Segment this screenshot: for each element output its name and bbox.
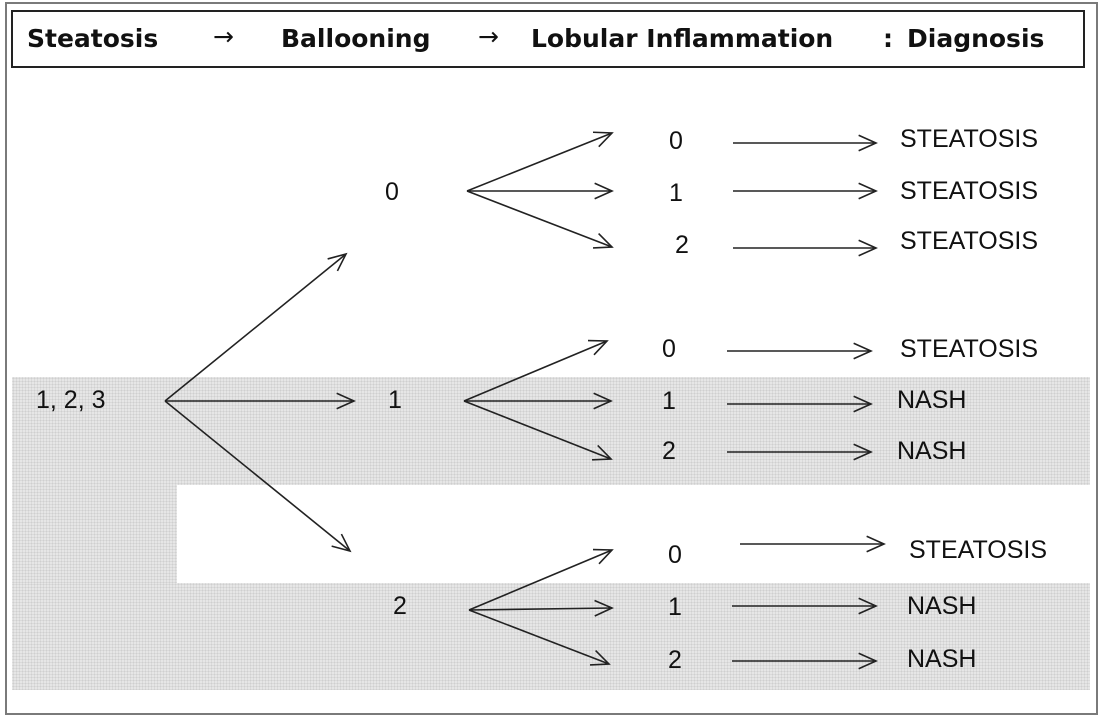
arrow-l-b1-2-to-dx — [727, 443, 873, 461]
arrow-b0-to-l0 — [466, 131, 614, 192]
arrow-b0-to-l1 — [467, 182, 614, 200]
lobular-node-b0-0: 0 — [669, 127, 683, 155]
diagram-frame — [5, 2, 1098, 715]
arrow-root-to-b1 — [165, 392, 356, 410]
lobular-node-b0-1: 1 — [669, 179, 683, 207]
arrow-l-b0-1-to-dx — [733, 182, 878, 200]
ballooning-node-2: 2 — [393, 592, 407, 620]
nash-region-ballooning-2 — [12, 583, 1090, 690]
header-colon: : — [883, 24, 893, 53]
lobular-node-b0-2: 2 — [675, 231, 689, 259]
lobular-node-b1-1: 1 — [662, 387, 676, 415]
diagnosis-b1-2: NASH — [897, 437, 967, 465]
arrow-b2-to-l2 — [468, 609, 611, 666]
nash-region-ballooning-1 — [12, 377, 1090, 485]
diagnosis-b1-0: STEATOSIS — [900, 335, 1039, 363]
lobular-node-b2-0: 0 — [668, 541, 682, 569]
steatosis-grade-label: 1, 2, 3 — [36, 386, 106, 414]
arrow-l-b0-0-to-dx — [733, 134, 878, 152]
arrow-l-b1-1-to-dx — [727, 395, 873, 413]
diagnosis-b1-1: NASH — [897, 386, 967, 414]
diagnosis-b0-2: STEATOSIS — [900, 227, 1039, 255]
diagnosis-b0-0: STEATOSIS — [900, 125, 1039, 153]
arrow-b1-to-l2 — [463, 400, 613, 461]
lobular-node-b2-1: 1 — [668, 593, 682, 621]
arrow-l-b1-0-to-dx — [727, 342, 873, 360]
header-ballooning: Ballooning — [281, 24, 431, 53]
diagnosis-b2-0: STEATOSIS — [909, 536, 1048, 564]
arrow-l-b2-0-to-dx — [740, 535, 886, 553]
ballooning-node-0: 0 — [385, 178, 399, 206]
nash-region-left-connector — [12, 485, 177, 583]
arrow-root-to-b0 — [164, 252, 348, 402]
arrow-root-to-b2 — [164, 400, 352, 553]
arrow-b2-to-l1 — [468, 599, 614, 617]
header-arrow-1: → — [213, 22, 234, 51]
header-lobular-inflammation: Lobular Inflammation — [531, 24, 834, 53]
diagnosis-b0-1: STEATOSIS — [900, 177, 1039, 205]
header-bar: Steatosis → Ballooning → Lobular Inflamm… — [11, 10, 1085, 68]
header-arrow-2: → — [478, 22, 499, 51]
arrow-b1-to-l0 — [463, 339, 609, 402]
arrow-l-b2-2-to-dx — [732, 652, 878, 670]
arrow-b2-to-l0 — [468, 548, 614, 611]
diagnosis-b2-1: NASH — [907, 592, 977, 620]
diagnosis-b2-2: NASH — [907, 645, 977, 673]
arrow-l-b0-2-to-dx — [733, 239, 878, 257]
arrow-b0-to-l2 — [466, 190, 614, 249]
arrow-b1-to-l1 — [464, 392, 613, 410]
lobular-node-b1-2: 2 — [662, 437, 676, 465]
header-diagnosis: Diagnosis — [907, 24, 1045, 53]
arrow-l-b2-1-to-dx — [732, 597, 878, 615]
ballooning-node-1: 1 — [388, 386, 402, 414]
lobular-node-b2-2: 2 — [668, 646, 682, 674]
lobular-node-b1-0: 0 — [662, 335, 676, 363]
header-steatosis: Steatosis — [27, 24, 159, 53]
